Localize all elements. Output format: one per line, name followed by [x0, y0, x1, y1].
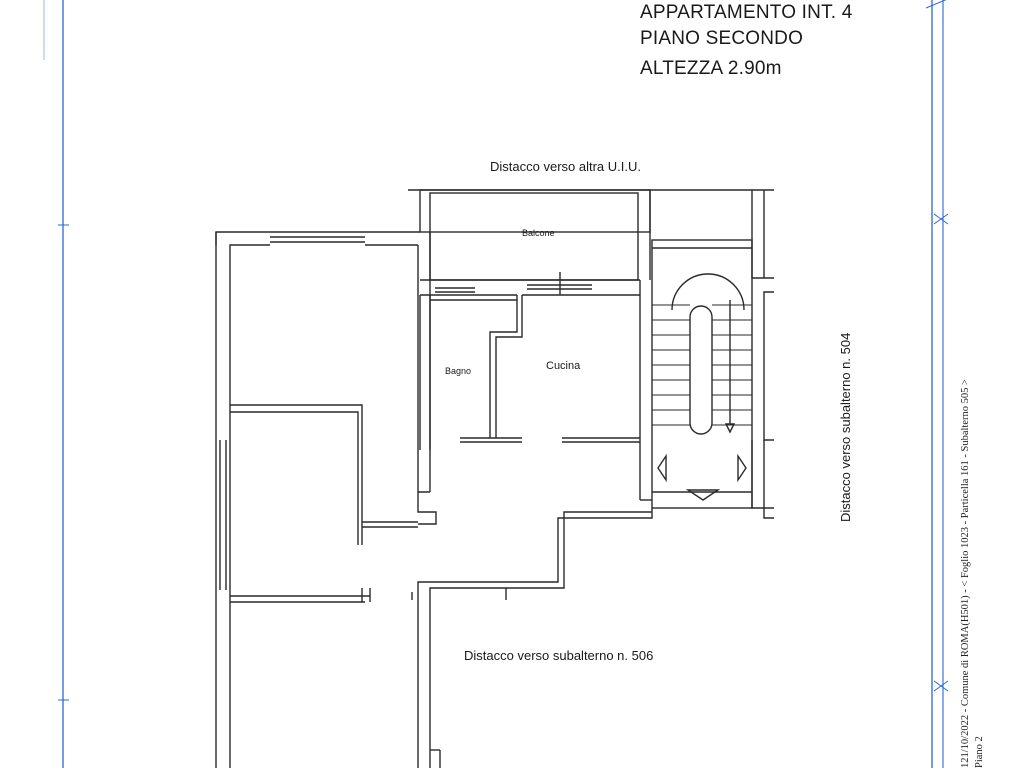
room-kitchen: Cucina	[546, 360, 581, 372]
wall-bath-right-inner	[495, 295, 523, 438]
door-niche	[417, 492, 437, 525]
wall-corridor-outer	[417, 508, 653, 768]
floor-reference: Piano 2	[974, 736, 985, 768]
neighbor-wall-low-2	[763, 440, 774, 519]
plan-floor: PIANO SECONDO	[640, 28, 804, 49]
landing-arrow-right	[737, 453, 747, 483]
label-right-distance: Distacco verso subalterno n. 504	[838, 332, 853, 522]
outer-wall-left	[215, 231, 270, 768]
outer-wall-left-inner	[229, 244, 270, 768]
frame-right-x-1	[925, 0, 947, 9]
stair-arc	[671, 273, 745, 311]
neighbor-wall-mid	[763, 291, 774, 441]
plan-title: APPARTAMENTO INT. 4	[640, 2, 853, 23]
neighbor-wall-top	[751, 190, 774, 279]
wall-corridor-inner	[429, 511, 652, 768]
room-bathroom: Bagno	[445, 366, 472, 376]
room-balcony: Balcone	[522, 228, 555, 238]
label-top-distance: Distacco verso altra U.I.U.	[490, 159, 641, 174]
frame-right-x-5	[933, 680, 949, 692]
landing-arrow-down	[685, 489, 721, 501]
wall-bath-right	[489, 295, 518, 438]
label-bottom-distance: Distacco verso subalterno n. 506	[464, 648, 654, 663]
frame-right-x-3	[933, 213, 949, 225]
plan-height: ALTEZZA 2.90m	[640, 58, 782, 79]
partition-1	[230, 404, 363, 545]
neighbor-wall-low	[751, 440, 774, 509]
partition-1-inner	[230, 411, 359, 545]
stair-core	[689, 305, 713, 435]
stairwell-outline	[651, 239, 753, 509]
stair-arrow-head	[724, 423, 736, 434]
cadastral-reference: 121/10/2022 - Comune di ROMA(H501) - < F…	[960, 379, 971, 768]
landing-arrow-left	[657, 453, 667, 483]
balcony-outline	[419, 189, 651, 233]
